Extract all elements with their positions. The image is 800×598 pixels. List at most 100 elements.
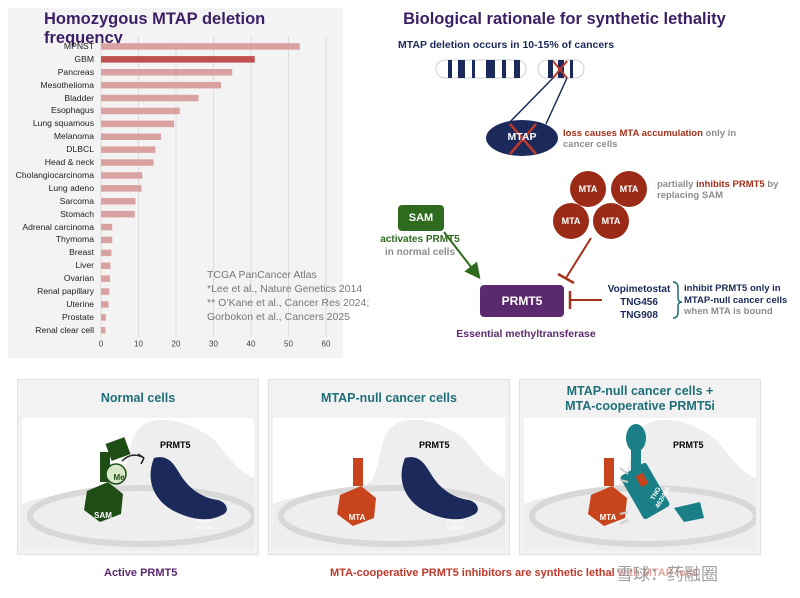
category-label: Breast bbox=[69, 247, 94, 258]
x-tick-label: 60 bbox=[322, 340, 331, 349]
mta-hexagon bbox=[588, 486, 627, 526]
bar-head-neck bbox=[101, 159, 154, 166]
loss-text-red: loss causes MTA accumulation bbox=[563, 128, 703, 139]
synthetic-lethal-label: MTA-cooperative PRMT5 inhibitors are syn… bbox=[330, 567, 698, 579]
drug-2: TNG456 bbox=[620, 297, 658, 308]
protein-substrate bbox=[150, 457, 227, 520]
bar-cholangiocarcinoma bbox=[101, 172, 143, 179]
prmt5-box: PRMT5 bbox=[480, 285, 564, 317]
drug-bracket bbox=[672, 281, 683, 319]
bar-lung-adeno bbox=[101, 185, 142, 192]
mta-label-4: MTA bbox=[601, 216, 621, 226]
chart-title: Homozygous MTAP deletion frequency bbox=[44, 10, 266, 47]
null-mta-label: MTA bbox=[348, 513, 366, 522]
null-illustration bbox=[273, 419, 508, 550]
bar-prostate bbox=[101, 314, 106, 321]
methyl-group bbox=[105, 463, 127, 485]
coop-illustration bbox=[524, 419, 759, 550]
x-tick-label: 0 bbox=[99, 340, 104, 349]
category-label: Pancreas bbox=[57, 66, 94, 77]
panel-normal-title: Normal cells bbox=[100, 391, 176, 405]
panel-coop-title-2: MTA-cooperative PRMT5i bbox=[565, 399, 715, 413]
source-line-3: ** O’Kane et al., Cancer Res 2024; bbox=[207, 297, 370, 309]
category-label: Liver bbox=[75, 260, 94, 271]
sam-box: SAM bbox=[398, 205, 444, 231]
deletion-text: MTAP deletion occurs in 10-15% of cancer… bbox=[398, 39, 614, 51]
panel-coop-title-1: MTAP-null cancer cells + bbox=[566, 384, 714, 398]
me-label: Me bbox=[113, 473, 125, 482]
null-protein-label: Protein substrate bbox=[441, 519, 469, 531]
x-tick-label: 20 bbox=[172, 340, 181, 349]
normal-prmt5-label: PRMT5 bbox=[160, 440, 191, 450]
normal-illustration bbox=[22, 419, 257, 550]
category-label: Renal clear cell bbox=[35, 324, 94, 335]
source-line-1: TCGA PanCancer Atlas bbox=[207, 269, 317, 281]
category-label: Renal papillary bbox=[37, 286, 94, 297]
bar-esophagus bbox=[101, 107, 180, 115]
prmt5-pocket bbox=[273, 419, 505, 550]
inhibitor-body bbox=[620, 462, 670, 520]
category-label: Ovarian bbox=[63, 273, 94, 284]
activates-grey: in normal cells bbox=[384, 247, 456, 258]
bar-renal-papillary bbox=[101, 288, 110, 295]
x-tick-label: 50 bbox=[284, 340, 293, 349]
bar-lung-squamous bbox=[101, 120, 175, 128]
partially-grey-1: partially bbox=[657, 179, 697, 190]
bar-stomach bbox=[101, 210, 135, 218]
panel-prmt5i: MTAP-null cancer cells + MTA-cooperative… bbox=[519, 379, 761, 555]
mta-label-2: MTA bbox=[619, 184, 639, 194]
panel-normal-canvas bbox=[22, 418, 257, 550]
normal-sam-label: SAM bbox=[94, 511, 112, 520]
mta-stem bbox=[604, 458, 614, 486]
category-label: Thymoma bbox=[55, 234, 94, 245]
mta-stem bbox=[353, 458, 363, 486]
x-tick-label: 10 bbox=[134, 340, 143, 349]
panel-null-canvas bbox=[273, 418, 508, 550]
watermark: 雪球：药融圈 bbox=[616, 560, 796, 590]
mta-cluster bbox=[553, 171, 647, 239]
rationale-arrows bbox=[443, 231, 683, 319]
category-label: Prostate bbox=[61, 311, 94, 322]
prmt5-pocket bbox=[22, 419, 254, 550]
category-label: Cholangiocarcinoma bbox=[15, 169, 94, 180]
bar-pancreas bbox=[101, 69, 233, 76]
category-label: Head & neck bbox=[44, 157, 94, 168]
panel-null-title: MTAP-null cancer cells bbox=[321, 391, 457, 405]
bar-adrenal-carcinoma bbox=[101, 223, 113, 231]
drug-3: TNG908 bbox=[620, 310, 658, 321]
null-protein-label-2: substrate bbox=[444, 525, 466, 531]
bar-liver bbox=[101, 262, 111, 269]
category-label: Stomach bbox=[60, 208, 94, 219]
panel-coop-canvas bbox=[524, 418, 759, 550]
mta-hexagon bbox=[337, 486, 376, 526]
normal-protein-label: Protein substrate bbox=[190, 519, 218, 531]
mta-label-1: MTA bbox=[578, 184, 598, 194]
inhibit-text: inhibit PRMT5 only in MTAP-null cancer c… bbox=[684, 283, 800, 318]
active-prmt5-label: Active PRMT5 bbox=[104, 567, 178, 579]
inhibit-line-3: when MTA is bound bbox=[684, 306, 773, 317]
bar-sarcoma bbox=[101, 198, 136, 205]
category-label: MPNST bbox=[63, 40, 94, 51]
partially-red: inhibits PRMT5 bbox=[696, 179, 765, 190]
mta-circle-4 bbox=[593, 203, 629, 239]
loss-text: loss causes MTA accumulation only in can… bbox=[563, 128, 753, 150]
protein-substrate bbox=[401, 457, 478, 520]
activates-text: activates PRMT5 in normal cells bbox=[345, 233, 495, 259]
inhibit-line-2: MTAP-null cancer cells bbox=[684, 294, 788, 306]
category-label: GBM bbox=[74, 53, 94, 64]
panel-normal: Normal cells PRMT5 Me SAM Protein substr… bbox=[17, 379, 259, 555]
category-label: Esophagus bbox=[50, 105, 94, 116]
bar-dlbcl bbox=[101, 146, 156, 153]
bar-melanoma bbox=[101, 133, 161, 140]
sam-stem bbox=[100, 452, 110, 482]
category-label: Uterine bbox=[66, 298, 94, 309]
category-label: DLBCL bbox=[66, 144, 94, 155]
loss-text-grey: only in cancer cells bbox=[563, 128, 737, 150]
inhibitor-tail bbox=[674, 502, 704, 522]
mta-circle-3 bbox=[553, 203, 589, 239]
bar-breast bbox=[101, 249, 112, 257]
coop-mta-label: MTA bbox=[599, 513, 617, 522]
inhibitor-head bbox=[626, 424, 646, 452]
